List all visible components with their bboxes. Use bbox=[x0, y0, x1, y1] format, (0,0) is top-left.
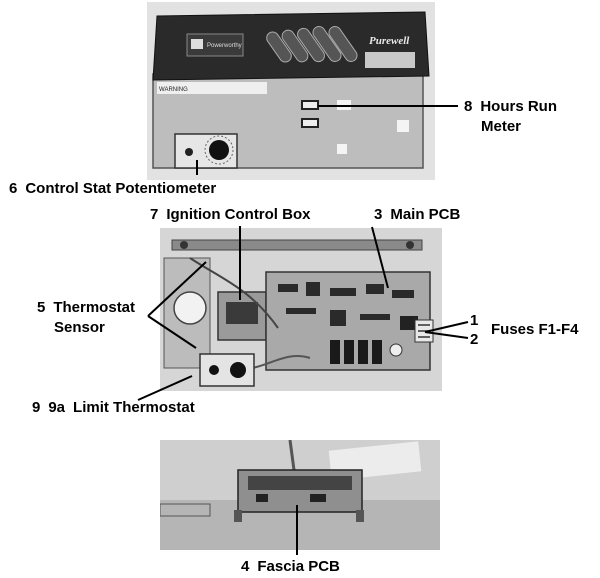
main-pcb-photo bbox=[160, 228, 442, 391]
label-fuse-1: 1 bbox=[470, 312, 479, 329]
brand-left-text: Powerworthy bbox=[207, 43, 242, 49]
label-fuse-2: 2 bbox=[470, 331, 479, 348]
label-thermostat-sensor-line2: Sensor bbox=[54, 319, 105, 336]
control-unit-photo: Powerworthy Purewell WARNING bbox=[147, 2, 435, 180]
label-fuses: Fuses F1-F4 bbox=[491, 321, 579, 338]
warning-text: WARNING bbox=[159, 87, 188, 93]
fascia-pcb-photo bbox=[160, 440, 440, 550]
label-hours-run-meter-line2: Meter bbox=[481, 118, 522, 135]
brand-right-text: Purewell bbox=[369, 35, 410, 47]
